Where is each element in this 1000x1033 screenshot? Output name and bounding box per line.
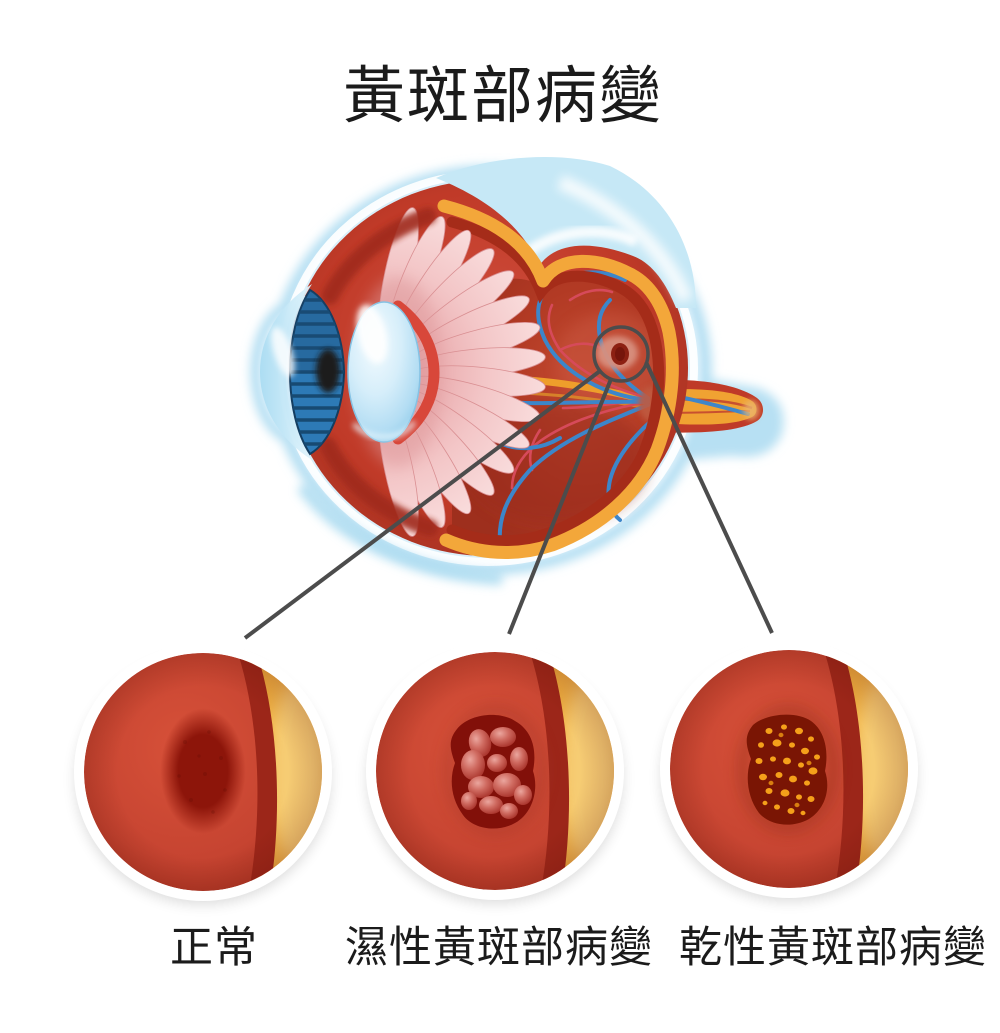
callout-line-normal <box>243 369 602 640</box>
panel-normal-circle <box>74 643 332 904</box>
glow-highlight <box>557 175 693 303</box>
cornea <box>260 284 312 460</box>
inner-dark-band <box>446 216 665 547</box>
callout-line-dry <box>644 361 774 634</box>
glow-rim-shade <box>296 482 503 586</box>
eye-cross-section <box>250 156 784 586</box>
panel-dry-amd-circle <box>660 640 918 901</box>
ciliary-muscle-top <box>321 207 437 305</box>
zoom-callouts <box>243 325 774 640</box>
lens <box>347 301 421 443</box>
page-title: 黃斑部病變 <box>342 62 664 131</box>
ciliary-muscle-bottom <box>319 437 439 537</box>
choroid-yellow-band <box>437 199 679 559</box>
notch-highlight <box>524 226 639 257</box>
callout-line-wet <box>507 378 613 635</box>
panel-wet-amd-circle <box>366 642 624 903</box>
panel-label-normal: 正常 <box>170 924 258 972</box>
fovea-pit <box>615 347 625 361</box>
lens-red-ring <box>392 300 440 445</box>
panel-label-wet-amd: 濕性黃斑部病變 <box>345 924 653 972</box>
magnifier-circle <box>592 325 650 383</box>
pupil <box>316 349 340 393</box>
panel-label-dry-amd: 乾性黃斑部病變 <box>679 924 987 972</box>
